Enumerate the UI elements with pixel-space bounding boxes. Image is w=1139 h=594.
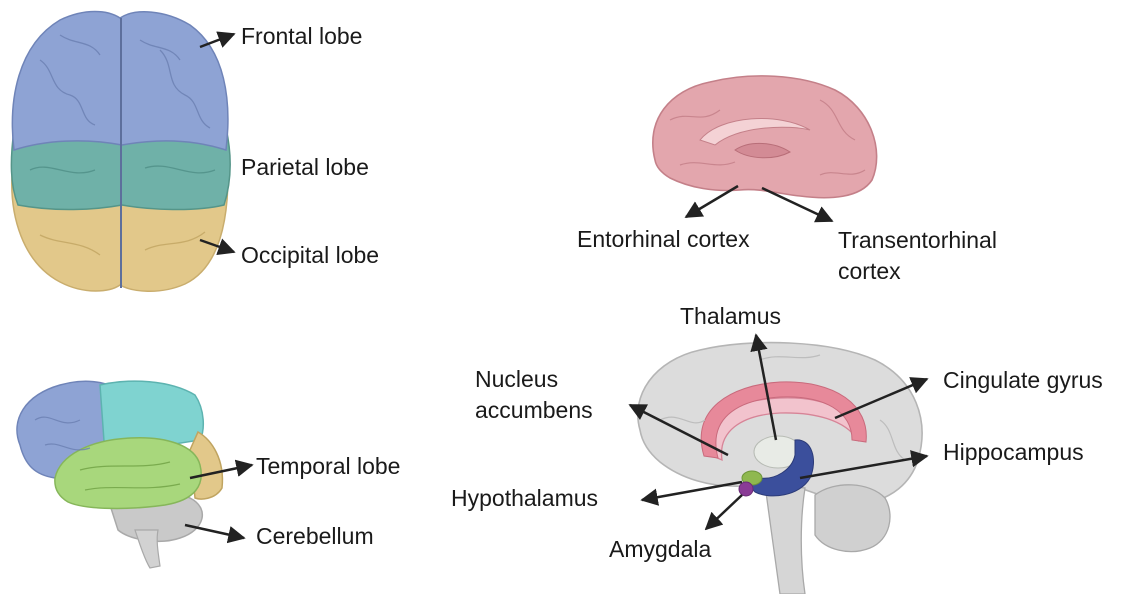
- label-amygdala: Amygdala: [609, 535, 711, 563]
- label-cerebellum: Cerebellum: [256, 522, 374, 550]
- label-nucleus-line1: Nucleus: [475, 365, 558, 393]
- label-thalamus: Thalamus: [680, 302, 781, 330]
- arrow-entorhinal: [686, 186, 738, 217]
- brain-medial-pink: [653, 76, 877, 198]
- pink-cortex: [653, 76, 877, 198]
- arrow-amygdala: [706, 495, 742, 529]
- brainstem-shape: [135, 530, 160, 568]
- label-occipital-lobe: Occipital lobe: [241, 241, 379, 269]
- label-entorhinal-cortex: Entorhinal cortex: [577, 225, 750, 253]
- label-temporal-lobe: Temporal lobe: [256, 452, 400, 480]
- label-parietal-lobe: Parietal lobe: [241, 153, 369, 181]
- cerebellum-medial: [815, 485, 890, 552]
- label-frontal-lobe: Frontal lobe: [241, 22, 362, 50]
- amygdala-shape: [739, 482, 753, 496]
- label-transentorhinal-line1: Transentorhinal: [838, 226, 997, 254]
- label-transentorhinal-line2: cortex: [838, 257, 901, 285]
- label-nucleus-line2: accumbens: [475, 396, 593, 424]
- label-hypothalamus: Hypothalamus: [451, 484, 598, 512]
- brain-lateral-view: [17, 381, 222, 568]
- arrow-hypothalamus: [642, 482, 742, 500]
- brainstem-medial: [765, 485, 805, 594]
- brain-top-view: [11, 12, 230, 292]
- label-hippocampus: Hippocampus: [943, 438, 1084, 466]
- label-cingulate-gyrus: Cingulate gyrus: [943, 366, 1103, 394]
